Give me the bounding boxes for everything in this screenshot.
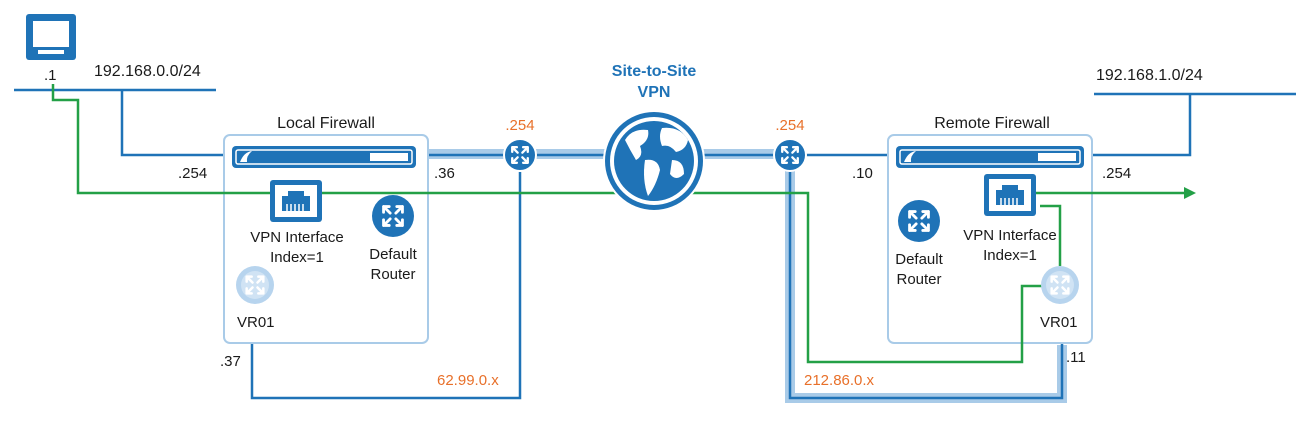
monitor-icon xyxy=(26,14,76,60)
local-vpn-interface-label: VPN Interface xyxy=(250,229,343,246)
remote-edge-router-ip: .254 xyxy=(775,117,804,134)
local-vpn-interface-icon xyxy=(270,180,322,222)
remote-vr01-label: VR01 xyxy=(1040,314,1078,331)
remote-isp-network: 212.86.0.x xyxy=(804,372,875,389)
wan-links xyxy=(250,153,1064,400)
remote-isp-ip: .11 xyxy=(1066,349,1086,366)
vpn-title-2: VPN xyxy=(638,84,671,101)
local-default-router-label-2: Router xyxy=(370,266,415,283)
local-default-router-label: Default xyxy=(369,246,417,263)
remote-firewall-title: Remote Firewall xyxy=(934,115,1050,132)
local-firewall-appliance-icon xyxy=(232,146,416,168)
remote-default-router-label: Default xyxy=(895,251,943,268)
vpn-title: Site-to-Site xyxy=(612,63,697,80)
remote-default-router-label-2: Router xyxy=(896,271,941,288)
local-isp-network: 62.99.0.x xyxy=(437,372,499,389)
remote-firewall-appliance-icon xyxy=(896,146,1084,168)
local-vr01-router-icon xyxy=(236,266,274,304)
remote-network-label: 192.168.1.0/24 xyxy=(1096,67,1203,84)
traffic-path xyxy=(51,84,1196,364)
local-firewall-title: Local Firewall xyxy=(277,115,375,132)
local-edge-router-ip: .254 xyxy=(505,117,534,134)
local-isp-ip: .37 xyxy=(220,353,241,370)
remote-firewall-box xyxy=(887,134,1093,344)
local-default-router-icon xyxy=(372,195,414,237)
local-vr01-label: VR01 xyxy=(237,314,275,331)
local-wan-ip: .36 xyxy=(434,165,455,182)
local-lan-segment xyxy=(14,88,224,157)
remote-edge-router-icon xyxy=(773,138,807,172)
remote-vpn-interface-index: Index=1 xyxy=(983,247,1037,264)
globe-icon xyxy=(603,110,705,212)
traffic-arrow-icon xyxy=(1184,187,1196,199)
remote-lan-segment xyxy=(1092,92,1296,157)
remote-vpn-interface-label: VPN Interface xyxy=(963,227,1056,244)
local-lan-ip: .254 xyxy=(178,165,207,182)
remote-vr01-router-icon xyxy=(1041,266,1079,304)
local-vpn-interface-index: Index=1 xyxy=(270,249,324,266)
remote-lan-ip: .254 xyxy=(1102,165,1131,182)
local-client-ip: .1 xyxy=(44,67,57,84)
local-network-label: 192.168.0.0/24 xyxy=(94,63,201,80)
remote-wan-ip: .10 xyxy=(852,165,873,182)
remote-default-router-icon xyxy=(898,200,940,242)
remote-vpn-interface-icon xyxy=(984,174,1036,216)
local-edge-router-icon xyxy=(503,138,537,172)
